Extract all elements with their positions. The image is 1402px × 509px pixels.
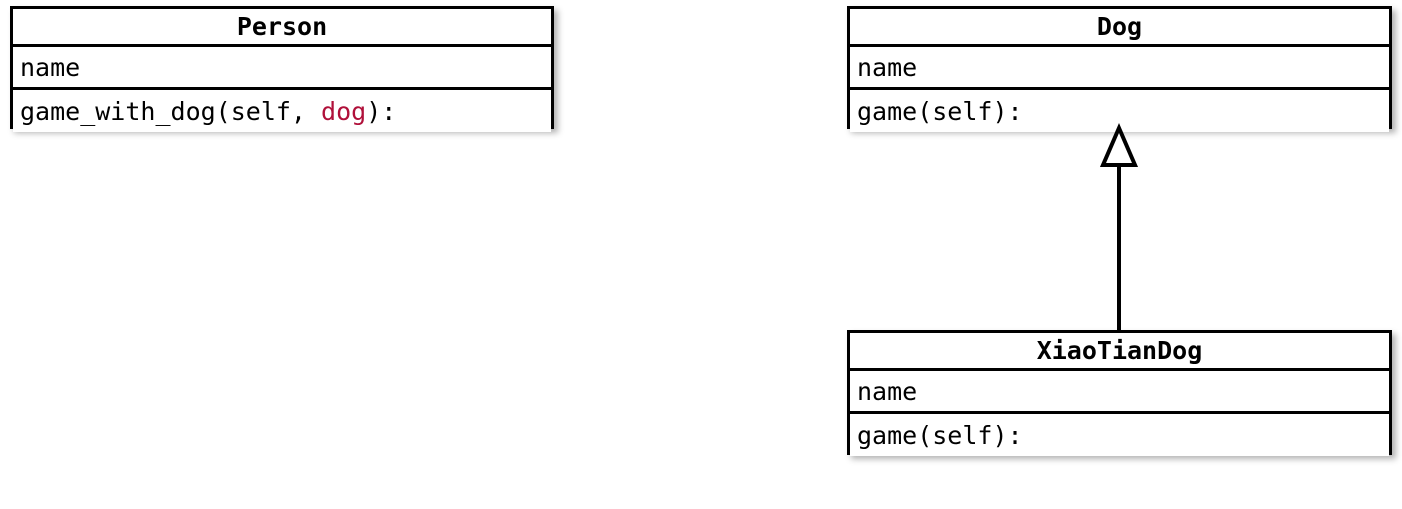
uml-class-person[interactable]: Person name game_with_dog(self, dog): bbox=[10, 6, 554, 132]
class-attribute-dog-name: name bbox=[850, 47, 1389, 90]
class-method-person-game-with-dog: game_with_dog(self, dog): bbox=[13, 90, 551, 132]
class-method-xiaotiandog-game: game(self): bbox=[850, 414, 1389, 456]
method-signature-prefix: game_with_dog(self, bbox=[20, 96, 322, 126]
uml-class-dog[interactable]: Dog name game(self): bbox=[847, 6, 1392, 132]
class-name-xiaotiandog: XiaoTianDog bbox=[850, 333, 1389, 371]
generalization-connector-xiaotiandog-to-dog[interactable] bbox=[1080, 122, 1160, 335]
class-name-person: Person bbox=[13, 9, 551, 47]
class-attribute-xiaotiandog-name: name bbox=[850, 371, 1389, 414]
method-parameter-dog: dog bbox=[321, 96, 367, 126]
class-attribute-person-name: name bbox=[13, 47, 551, 90]
method-signature-suffix: ): bbox=[366, 96, 397, 126]
uml-class-xiaotiandog[interactable]: XiaoTianDog name game(self): bbox=[847, 330, 1392, 456]
class-name-dog: Dog bbox=[850, 9, 1389, 47]
hollow-triangle-arrowhead-icon bbox=[1099, 122, 1139, 167]
